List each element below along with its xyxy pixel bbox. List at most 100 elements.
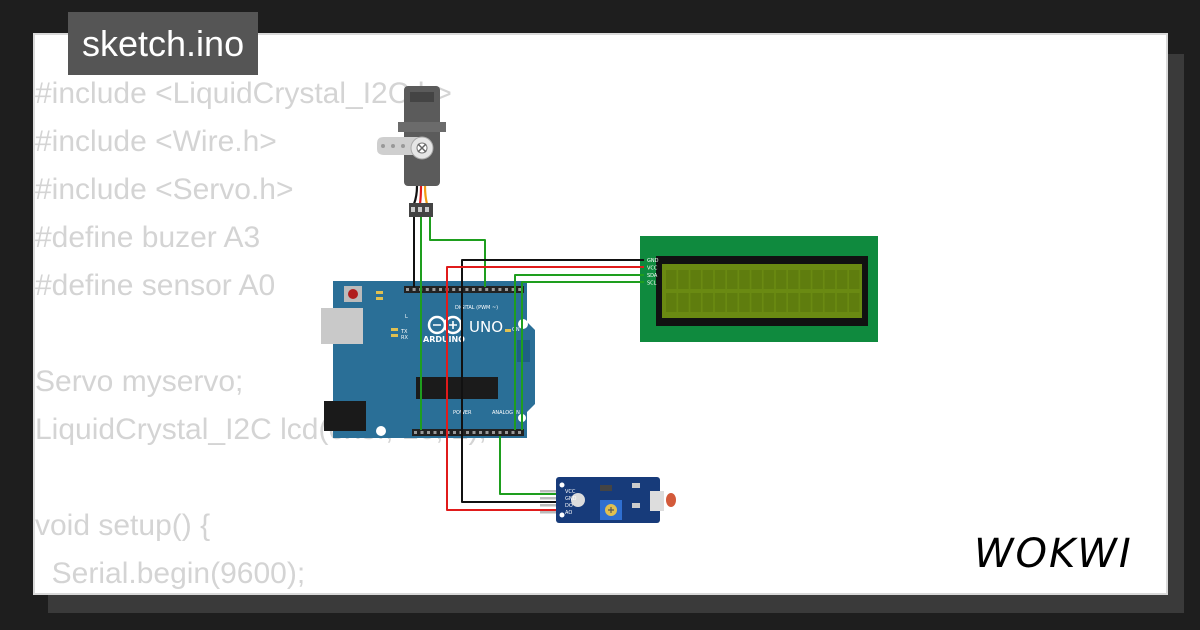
lcd-char-cell (812, 293, 823, 312)
header-pin[interactable] (412, 288, 416, 291)
lcd-char-cell (690, 270, 701, 289)
lcd-char-cell (690, 293, 701, 312)
lcd-char-cell (739, 270, 750, 289)
header-pin[interactable] (478, 288, 482, 291)
lcd-pin-label: SDA (647, 273, 658, 279)
rx-label: RX (401, 335, 408, 341)
code-line: Serial.begin(9600); (35, 557, 306, 590)
header-pin[interactable] (452, 288, 456, 291)
code-line: Servo myservo; (35, 365, 244, 398)
lcd-pin-label: GND (647, 258, 659, 264)
header-pin[interactable] (466, 431, 469, 434)
header-pin[interactable] (440, 431, 443, 434)
digital-header (404, 286, 524, 293)
tx-label: TX (400, 329, 408, 335)
lcd-char-cell (714, 293, 726, 312)
board-model: UNO (469, 318, 503, 336)
lcd-char-cell (666, 270, 677, 289)
header-pin[interactable] (433, 431, 437, 434)
lcd-char-cell (849, 270, 860, 289)
header-pin[interactable] (472, 431, 476, 434)
analog-header-label: ANALOG IN (492, 410, 520, 416)
lcd-char-cell (678, 293, 689, 312)
lcd-pin-label: SCL (647, 281, 657, 287)
sensor-pin-label: AO (565, 510, 572, 516)
lcd-char-cell (836, 293, 848, 312)
lcd-char-cell (751, 270, 762, 289)
header-pin[interactable] (498, 288, 502, 291)
header-pin[interactable] (453, 431, 456, 434)
header-pin[interactable] (432, 288, 436, 291)
code-line: #define buzer A3 (35, 221, 261, 254)
file-title: sketch.ino (68, 12, 259, 75)
lcd-char-cell (739, 293, 750, 312)
header-pin[interactable] (505, 431, 508, 434)
sensor-pin-label: GND (565, 496, 577, 502)
header-pin[interactable] (511, 431, 515, 434)
sensor-pin[interactable] (540, 490, 556, 493)
header-pin[interactable] (511, 288, 515, 291)
lcd-char-cell (788, 293, 799, 312)
code-preview: #include <LiquidCrystal_I2C.h> #include <… (35, 70, 487, 598)
sensor-pin-label: VCC (565, 489, 576, 495)
header-pin[interactable] (465, 288, 469, 291)
wires[interactable] (413, 217, 644, 511)
header-pin[interactable] (485, 431, 489, 434)
code-line: void setup() { (35, 509, 211, 542)
lcd-char-cell (812, 270, 823, 289)
servo-motor[interactable] (377, 86, 446, 217)
header-pin[interactable] (492, 431, 495, 434)
lcd-char-cell (702, 270, 714, 289)
lcd-char-cell (800, 293, 811, 312)
code-line: #include <Servo.h> (35, 173, 294, 206)
sensor-pin[interactable] (540, 511, 556, 514)
lcd-char-cell (849, 293, 860, 312)
header-pin[interactable] (458, 288, 462, 291)
header-pin[interactable] (485, 288, 489, 291)
sensor-pin[interactable] (540, 497, 556, 500)
digital-header-label: DIGITAL (PWM ~) (455, 305, 498, 311)
code-line: #include <LiquidCrystal_I2C.h> (35, 77, 452, 110)
led-l-label: L (405, 314, 408, 320)
lcd-char-cell (775, 293, 787, 312)
lcd-char-cell (763, 270, 775, 289)
header-pin[interactable] (406, 288, 409, 291)
lcd-char-cell (751, 293, 762, 312)
sensor-pin[interactable] (540, 504, 556, 507)
lcd-char-cell (678, 270, 689, 289)
lcd-char-cell (800, 270, 811, 289)
lcd-char-cell (714, 270, 726, 289)
header-pin[interactable] (479, 431, 482, 434)
lcd-char-cell (727, 293, 738, 312)
header-pin[interactable] (491, 288, 495, 291)
header-pin[interactable] (420, 431, 424, 434)
header-pin[interactable] (518, 288, 522, 291)
lcd-char-cell (824, 270, 836, 289)
lcd-char-cell (763, 293, 775, 312)
wokwi-logo: WOKWI (974, 531, 1133, 577)
header-pin[interactable] (414, 431, 417, 434)
code-line: #define sensor A0 (35, 269, 276, 302)
header-pin[interactable] (439, 288, 442, 291)
header-pin[interactable] (425, 288, 429, 291)
usb-port (321, 308, 363, 344)
lcd-pin-label: VCC (647, 266, 658, 272)
header-pin[interactable] (427, 431, 430, 434)
header-pin[interactable] (498, 431, 502, 434)
lcd-char-cell (775, 270, 787, 289)
atmega-chip (416, 377, 498, 399)
arduino-uno[interactable]: DIGITAL (PWM ~) UNO ARDUINO TX RX L ON P… (321, 281, 535, 438)
power-jack (324, 401, 366, 431)
svg-text:WOKWI: WOKWI (974, 531, 1133, 577)
header-pin[interactable] (518, 431, 521, 434)
lcd-char-cell (727, 270, 738, 289)
lcd-char-cell (788, 270, 799, 289)
header-pin[interactable] (505, 288, 508, 291)
sensor-pin-label: DO (565, 503, 573, 509)
lcd-char-cell (836, 270, 848, 289)
header-pin[interactable] (472, 288, 475, 291)
code-line: #include <Wire.h> (35, 125, 277, 158)
